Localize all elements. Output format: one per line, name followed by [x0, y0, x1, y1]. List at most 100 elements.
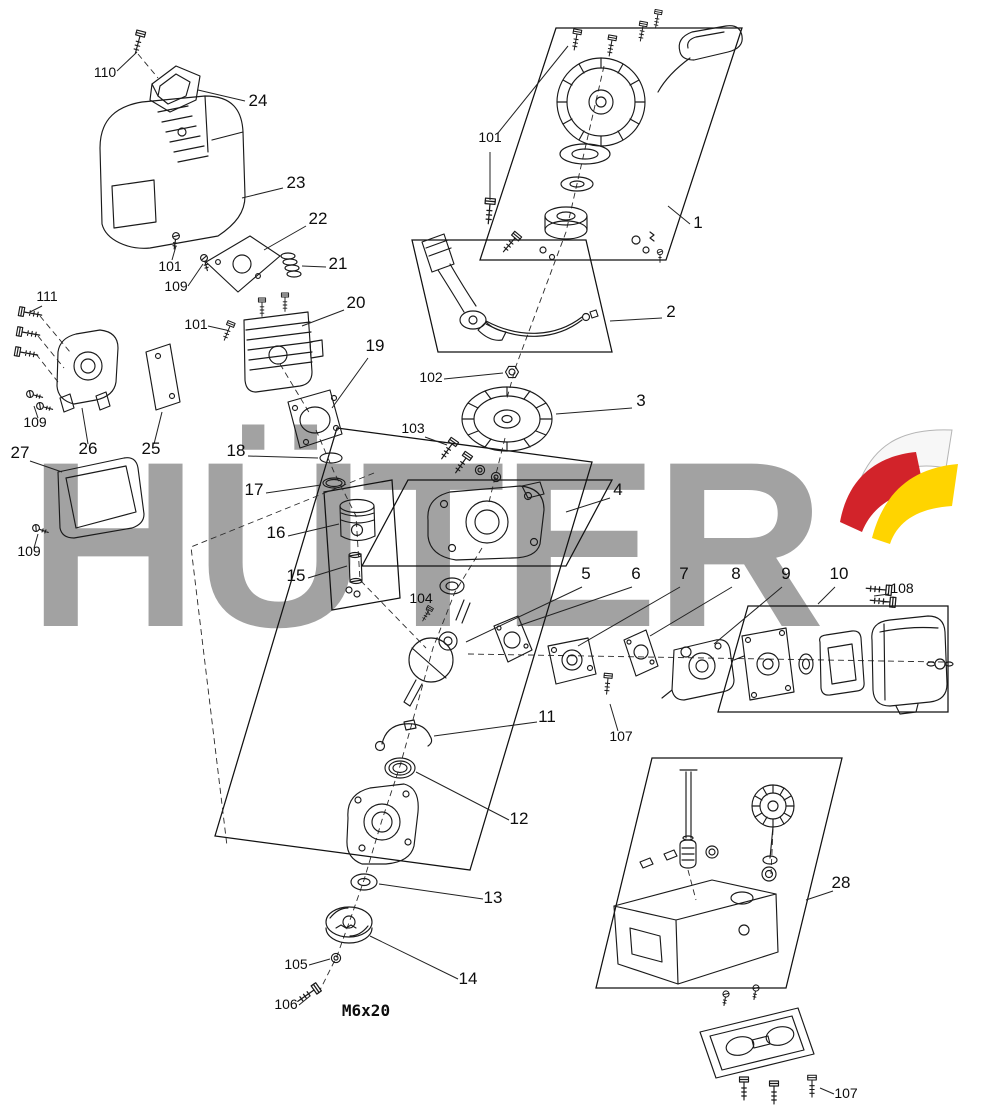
- part-number-20: 20: [347, 293, 366, 312]
- bolt-icon: [636, 20, 648, 43]
- part-16-piston: [339, 498, 376, 542]
- bolt-icon: [807, 1074, 817, 1098]
- leader-line-6: [517, 586, 633, 627]
- part-17-piston-ring: [322, 477, 346, 489]
- part-number-102: 102: [419, 369, 443, 385]
- part-number-101: 101: [158, 258, 182, 274]
- part-number-3: 3: [636, 391, 645, 410]
- leader-line-2: [609, 317, 663, 322]
- leader-line-7: [577, 586, 681, 647]
- leader-line-8: [649, 586, 733, 637]
- bolt-icon: [569, 28, 583, 52]
- brand-logo-swoosh: [840, 429, 958, 544]
- bolt-icon: [280, 292, 290, 312]
- part-number-110: 110: [94, 64, 117, 80]
- leader-line-107: [609, 703, 619, 732]
- axis-cylinder: [279, 363, 311, 415]
- leader-line-19: [331, 357, 369, 409]
- leader-line-1: [667, 205, 691, 225]
- screw-icon: [750, 983, 761, 1001]
- bolt-icon: [13, 346, 40, 361]
- leader-line-5: [465, 586, 583, 643]
- leader-line-101: [171, 245, 177, 261]
- group-box-airfilter: [717, 605, 949, 713]
- axis-starter-flywheel: [506, 65, 605, 399]
- part-mount-bracket: [699, 1007, 815, 1079]
- part-number-101: 101: [184, 316, 208, 332]
- leader-line-109: [187, 263, 204, 287]
- screw-icon: [35, 401, 55, 414]
- axis-bolt-110: [137, 53, 159, 79]
- leader-line-105: [308, 958, 331, 966]
- part-number-2: 2: [666, 302, 675, 321]
- group-box-crankcase: [360, 479, 614, 567]
- part-9-carburetor: [661, 639, 745, 701]
- bolt-icon: [499, 230, 523, 256]
- part-number-14: 14: [459, 969, 478, 988]
- leader-line-13: [378, 883, 484, 900]
- part-number-10: 10: [830, 564, 849, 583]
- leader-line-101: [207, 325, 227, 331]
- part-number-22: 22: [309, 209, 328, 228]
- part-3-flywheel: [461, 386, 553, 452]
- bolt-icon: [865, 582, 893, 597]
- part-7-insulator-spacer: [547, 637, 597, 685]
- bolt-icon: [17, 306, 44, 321]
- part-23-engine-shroud: [99, 95, 246, 249]
- part-number-6: 6: [631, 564, 640, 583]
- part-12-bearing: [384, 757, 416, 779]
- bolt-icon: [738, 1076, 750, 1101]
- axis-coil-bolts: [35, 315, 71, 383]
- part-number-108: 108: [890, 580, 914, 596]
- part-number-27: 27: [11, 443, 30, 462]
- axis-crank-clutch: [319, 547, 483, 991]
- bolt-icon: [768, 1080, 780, 1105]
- nut-icon: [504, 365, 520, 379]
- part-24-carb-cover: [149, 65, 201, 113]
- part-107-bolts-b: [738, 1074, 817, 1105]
- bolt-icon: [15, 326, 42, 341]
- part-10-air-filter: [741, 615, 954, 715]
- leader-line-12: [415, 771, 510, 821]
- part-number-111: 111: [36, 288, 57, 304]
- screw-icon: [720, 989, 731, 1007]
- logo-yellow-stroke: [872, 464, 958, 544]
- leader-line-10: [817, 586, 836, 605]
- part-109-screw-a: [199, 253, 212, 273]
- leader-line-16: [287, 523, 340, 537]
- part-number-5: 5: [581, 564, 590, 583]
- part-number-8: 8: [731, 564, 740, 583]
- part-number-26: 26: [79, 439, 98, 458]
- bolt-icon: [651, 8, 663, 30]
- part-number-7: 7: [679, 564, 688, 583]
- leader-line-25: [153, 411, 163, 445]
- part-15-wrist-pin: [345, 551, 363, 598]
- leader-line-4: [565, 497, 611, 513]
- part-13-bearing: [350, 873, 378, 891]
- part-11-wire-clip: [374, 719, 433, 752]
- part-number-25: 25: [142, 439, 161, 458]
- axis-left-box: [190, 472, 375, 847]
- part-25-plate: [145, 343, 181, 411]
- part-26-ignition-coil: [56, 329, 119, 413]
- part-101-bolt-b: [220, 320, 236, 343]
- part-number-9: 9: [781, 564, 790, 583]
- bolt-size-note: M6x20: [342, 1001, 390, 1020]
- part-106-bolt: [294, 982, 322, 1007]
- leader-line-109: [33, 533, 39, 549]
- group-box-piston: [323, 479, 401, 611]
- leader-line-110: [116, 51, 138, 72]
- leader-line-17: [265, 484, 322, 494]
- part-number-18: 18: [227, 441, 246, 460]
- part-110-bolt: [130, 29, 147, 56]
- bolt-icon: [294, 982, 322, 1007]
- leader-line-27: [29, 460, 63, 473]
- part-21-spring: [280, 252, 302, 278]
- leader-line-111: [29, 305, 43, 313]
- leader-line-21: [301, 265, 327, 268]
- part-105-washer: [330, 952, 342, 964]
- leader-line-20: [301, 309, 345, 327]
